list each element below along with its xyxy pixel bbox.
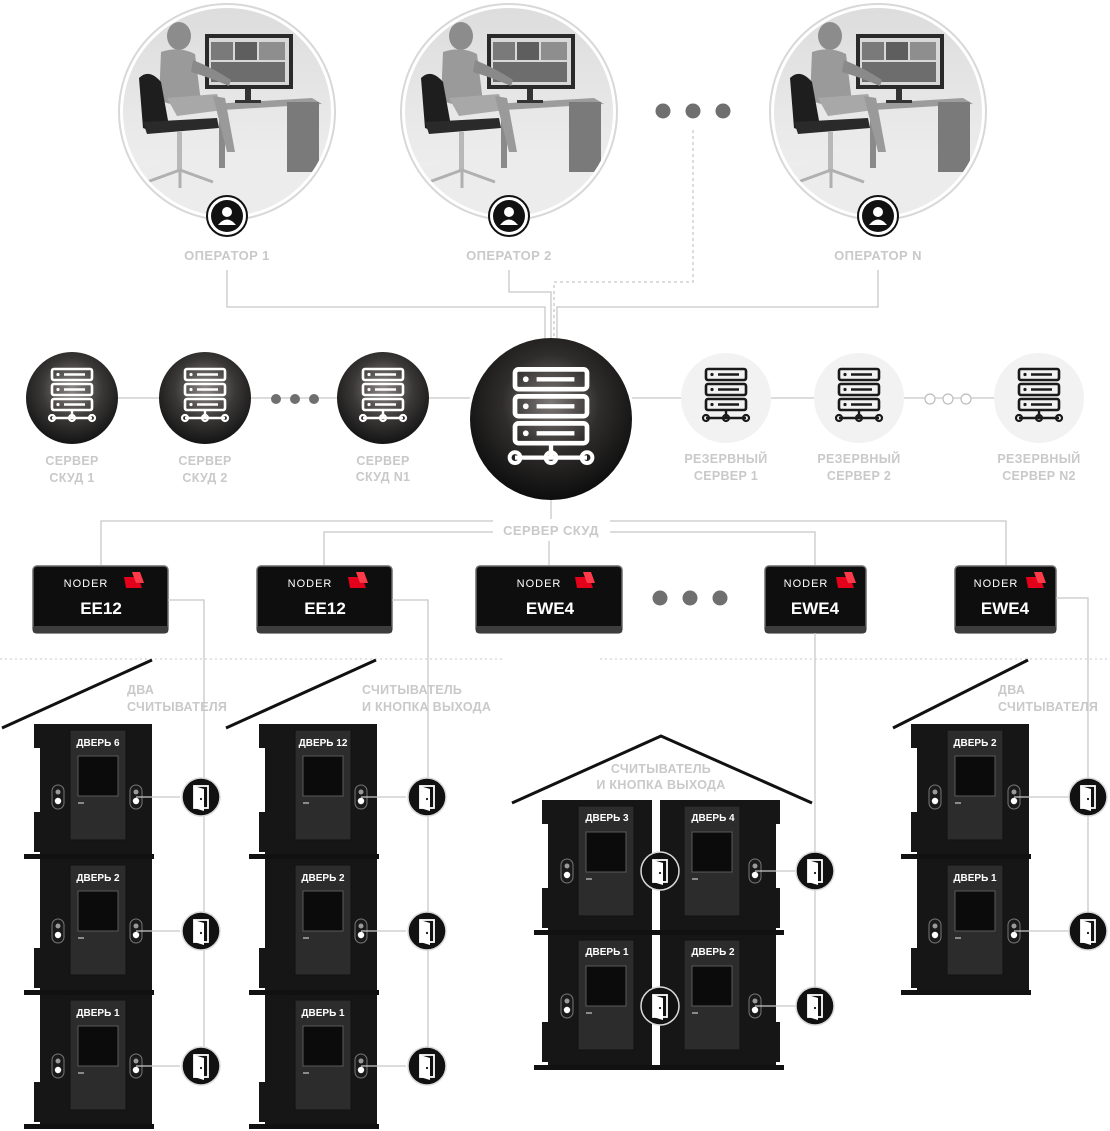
server-2: СЕРВЕР СКУД 2 [159, 352, 251, 485]
controller-model: EE12 [304, 599, 346, 618]
building-caption: И КНОПКА ВЫХОДА [362, 700, 491, 714]
backup-ellipsis [924, 393, 972, 405]
main-server-label: СЕРВЕР СКУД [503, 523, 599, 538]
backup-server-label: СЕРВЕР 1 [694, 469, 758, 483]
door-icon [795, 986, 835, 1026]
server-bus: СЕРВЕР СКУД [100, 500, 1007, 565]
door-label: ДВЕРЬ 1 [585, 947, 629, 958]
door-icon [407, 1046, 447, 1086]
door-label: ДВЕРЬ 2 [301, 873, 345, 884]
controller-ellipsis [652, 590, 728, 606]
main-server [470, 338, 632, 500]
controller-4: NODER EWE4 [764, 565, 867, 634]
server-label: СЕРВЕР [356, 454, 409, 468]
building-caption: СЧИТЫВАТЕЛЬ [611, 762, 711, 776]
backup-server-label: СЕРВЕР 2 [827, 469, 891, 483]
controller-brand: NODER [974, 578, 1019, 590]
building-caption: ДВА [998, 683, 1025, 697]
door-icon [640, 986, 680, 1026]
operator-ellipsis [655, 103, 731, 119]
door-label: ДВЕРЬ 3 [585, 813, 629, 824]
user-icon [857, 195, 899, 237]
operator-label: ОПЕРАТОР 1 [184, 248, 270, 263]
server-label: СЕРВЕР [178, 454, 231, 468]
building-caption: СЧИТЫВАТЕЛЯ [127, 700, 227, 714]
building-caption: И КНОПКА ВЫХОДА [596, 778, 725, 792]
operator-label: ОПЕРАТОР 2 [466, 248, 552, 263]
server-n1: СЕРВЕР СКУД N1 [337, 352, 429, 484]
door-icon [1068, 911, 1108, 951]
building-caption: СЧИТЫВАТЕЛЯ [998, 700, 1098, 714]
user-icon [206, 195, 248, 237]
operator-wiring [226, 130, 879, 342]
door-icon [1068, 777, 1108, 817]
door-icon [407, 911, 447, 951]
building-caption: ДВА [127, 683, 154, 697]
building-3: СЧИТЫВАТЕЛЬ И КНОПКА ВЫХОДА ДВЕРЬ 3 ДВЕР… [511, 734, 835, 1070]
controller-3: NODER EWE4 [475, 565, 623, 634]
server-label: СКУД N1 [356, 470, 411, 484]
door-label: ДВЕРЬ 1 [953, 873, 997, 884]
building-4: ДВА СЧИТЫВАТЕЛЯ ДВЕРЬ 2 ДВЕРЬ 1 [892, 658, 1108, 995]
door-label: ДВЕРЬ 2 [953, 738, 997, 749]
door-icon [640, 851, 680, 891]
door-label: ДВЕРЬ 1 [76, 1008, 120, 1019]
door-label: ДВЕРЬ 1 [301, 1008, 345, 1019]
door-icon [181, 777, 221, 817]
server-ellipsis [271, 394, 319, 404]
building-1: ДВА СЧИТЫВАТЕЛЯ ДВЕРЬ 6 ДВЕРЬ 2 ДВЕРЬ 1 [1, 658, 227, 1129]
controller-5: NODER EWE4 [954, 565, 1057, 634]
server-1: СЕРВЕР СКУД 1 [26, 352, 118, 485]
controller-1: NODER EE12 [32, 565, 169, 634]
server-label: СЕРВЕР [45, 454, 98, 468]
operator-1: ОПЕРАТОР 1 [118, 3, 336, 263]
operator-2: ОПЕРАТОР 2 [400, 3, 618, 263]
backup-server-label: СЕРВЕР N2 [1002, 469, 1076, 483]
door-icon [181, 911, 221, 951]
door-icon [795, 851, 835, 891]
controller-brand: NODER [784, 578, 829, 590]
backup-server-label: РЕЗЕРВНЫЙ [817, 451, 900, 466]
door-icon [181, 1046, 221, 1086]
user-icon [488, 195, 530, 237]
controller-2: NODER EE12 [256, 565, 393, 634]
backup-server-1: РЕЗЕРВНЫЙ СЕРВЕР 1 [681, 353, 771, 483]
door-label: ДВЕРЬ 4 [691, 813, 735, 824]
controller-brand: NODER [288, 578, 333, 590]
backup-server-n2: РЕЗЕРВНЫЙ СЕРВЕР N2 [994, 353, 1084, 483]
door-label: ДВЕРЬ 2 [691, 947, 735, 958]
door-label: ДВЕРЬ 2 [76, 873, 120, 884]
building-2: СЧИТЫВАТЕЛЬ И КНОПКА ВЫХОДА ДВЕРЬ 12 ДВЕ… [225, 658, 491, 1129]
door-label: ДВЕРЬ 12 [299, 738, 348, 749]
server-label: СКУД 2 [182, 471, 227, 485]
controller-model: EE12 [80, 599, 122, 618]
server-label: СКУД 1 [49, 471, 94, 485]
backup-server-label: РЕЗЕРВНЫЙ [997, 451, 1080, 466]
backup-server-label: РЕЗЕРВНЫЙ [684, 451, 767, 466]
building-caption: СЧИТЫВАТЕЛЬ [362, 683, 462, 697]
controller-model: EWE4 [791, 599, 840, 618]
operator-label: ОПЕРАТОР N [834, 248, 922, 263]
controller-model: EWE4 [981, 599, 1030, 618]
operator-n: ОПЕРАТОР N [769, 3, 987, 263]
backup-server-2: РЕЗЕРВНЫЙ СЕРВЕР 2 [814, 353, 904, 483]
controller-brand: NODER [64, 578, 109, 590]
controller-brand: NODER [517, 578, 562, 590]
door-icon [407, 777, 447, 817]
controller-door-wiring [168, 597, 1089, 1066]
door-label: ДВЕРЬ 6 [76, 738, 120, 749]
controller-model: EWE4 [526, 599, 575, 618]
